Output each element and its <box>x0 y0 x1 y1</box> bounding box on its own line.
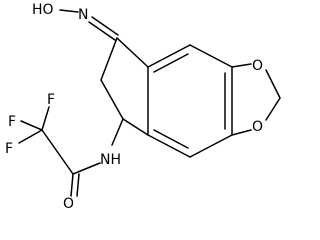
bond-c7a-c7 <box>147 44 191 68</box>
atom-label-dioxole-o-bottom: O <box>252 119 263 135</box>
bond-cf3-f1 <box>41 106 50 131</box>
atom-label-fluorine-1: F <box>47 92 55 108</box>
bond-n-c-oxime-double-b <box>88 21 116 41</box>
bond-c4-c3a <box>147 134 191 158</box>
atom-label-amide-nh: NH <box>100 152 121 168</box>
bond-nh-c-carbonyl <box>72 162 101 175</box>
bond-c3-c3a <box>122 118 149 136</box>
atom-label-fluorine-3: F <box>5 141 13 157</box>
bond-c7-c6 <box>189 44 233 68</box>
bond-c2-c3 <box>100 79 124 120</box>
atom-label-oxime-ho: HO <box>32 2 54 18</box>
bond-cf3-f3 <box>18 129 43 144</box>
chemical-structure-diagram: HO N O O F F F NH O <box>5 2 281 212</box>
bond-c-carbonyl-o-b <box>76 173 80 197</box>
bond-n-c-oxime-double-a <box>91 16 119 36</box>
bond-c3-nh <box>111 118 124 146</box>
bond-ch2-o-bottom <box>265 97 281 121</box>
bond-c4-c3a-inner <box>153 129 189 149</box>
bond-oh-n <box>59 9 79 13</box>
atom-labels: HO N O O F F F NH O <box>5 2 263 212</box>
bond-c-carbonyl-cf3 <box>41 129 74 175</box>
bond-o-top-ch2 <box>265 69 281 99</box>
bonds <box>18 9 281 197</box>
bond-c-carbonyl-o-a <box>70 173 74 197</box>
atom-label-oxime-n: N <box>78 7 88 23</box>
atom-label-fluorine-2: F <box>8 114 16 130</box>
atom-label-dioxole-o-top: O <box>252 58 263 74</box>
bond-cf3-f2 <box>20 120 43 131</box>
bond-c6-o-top <box>231 63 252 68</box>
atom-label-carbonyl-o: O <box>63 196 74 212</box>
bond-c5-c4 <box>189 134 233 158</box>
bond-c1-c2 <box>100 37 118 81</box>
bond-c1-c7a <box>116 37 149 68</box>
bond-c7a-c7-inner <box>153 53 189 73</box>
bond-o-bottom-c5 <box>231 129 252 136</box>
